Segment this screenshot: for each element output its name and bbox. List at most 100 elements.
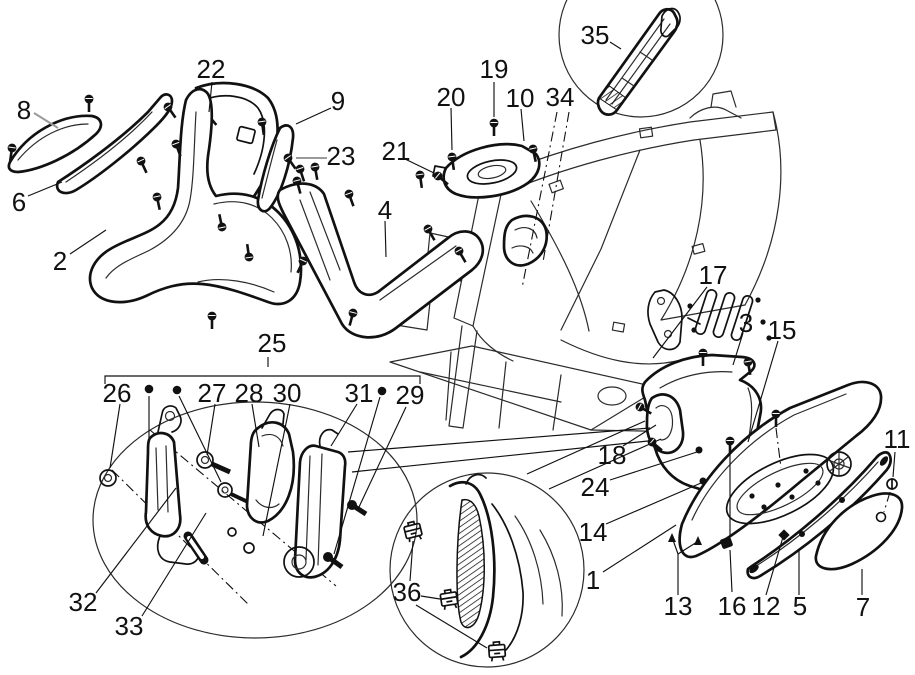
callout-22: 22 — [197, 54, 226, 84]
leader-11 — [892, 451, 896, 478]
callout-14: 14 — [579, 517, 608, 547]
callout-30: 30 — [273, 378, 302, 408]
pivot-bolts — [183, 451, 255, 565]
callout-6: 6 — [12, 187, 26, 217]
callout-33: 33 — [115, 611, 144, 641]
detail-connector-lines — [347, 420, 662, 490]
callout-7: 7 — [856, 592, 870, 622]
callout-3: 3 — [739, 308, 753, 338]
leader-2 — [69, 229, 107, 255]
leader-6 — [27, 181, 63, 197]
leader-12 — [765, 536, 784, 596]
callout-15: 15 — [768, 315, 797, 345]
detail-circle-25-assembly — [92, 401, 418, 639]
leader-16 — [729, 453, 733, 593]
part-6-sill-trim — [55, 93, 181, 195]
group-25-bracket — [104, 357, 421, 384]
arm-28 — [245, 408, 296, 524]
callout-32: 32 — [69, 587, 98, 617]
callout-19: 19 — [480, 54, 509, 84]
leader-26 — [109, 403, 121, 469]
bracket-26 — [144, 405, 201, 565]
callout-31: 31 — [345, 378, 374, 408]
leader-9 — [295, 107, 332, 125]
leader-4 — [384, 220, 387, 258]
callouts: 8 22 9 23 6 2 21 20 19 10 34 35 4 17 3 1… — [12, 20, 911, 641]
leader-17 — [652, 286, 708, 359]
bracket-31 — [283, 428, 347, 579]
leader-28 — [251, 403, 260, 448]
leader-34a — [521, 111, 558, 289]
callout-9: 9 — [331, 86, 345, 116]
leader-31 — [330, 403, 358, 447]
callout-10: 10 — [506, 83, 535, 113]
callout-18: 18 — [598, 440, 627, 470]
callout-24: 24 — [581, 472, 610, 502]
callout-8: 8 — [17, 95, 31, 125]
callout-29: 29 — [396, 380, 425, 410]
leader-32 — [95, 487, 177, 594]
leader-20 — [450, 107, 453, 151]
callout-25: 25 — [258, 328, 287, 358]
part-19-screw — [488, 117, 500, 138]
callout-4: 4 — [378, 195, 392, 225]
leader-36 — [409, 540, 488, 649]
callout-13: 13 — [664, 591, 693, 621]
callout-5: 5 — [793, 591, 807, 621]
leader-24 — [609, 451, 698, 481]
leader-8 — [33, 112, 59, 129]
leader-dot-c — [333, 396, 381, 555]
side-screws — [323, 500, 368, 570]
part-18-footpeg — [645, 393, 685, 455]
callout-26: 26 — [103, 378, 132, 408]
part-5-12-sill-strip — [746, 451, 892, 580]
bullet-dot — [377, 386, 387, 396]
bullet-dot — [144, 384, 154, 394]
callout-27: 27 — [198, 378, 227, 408]
detail-circle-36 — [389, 472, 585, 668]
callout-2: 2 — [53, 246, 67, 276]
part-2-central-cover — [88, 87, 310, 331]
leader-29 — [358, 406, 407, 508]
part-9-blade-trim — [256, 124, 301, 213]
callout-11: 11 — [884, 424, 911, 454]
part-10-steering-cover — [430, 117, 542, 199]
callout-21: 21 — [382, 136, 411, 166]
part-11-screw — [883, 478, 898, 513]
leader-21 — [404, 158, 435, 174]
callout-36: 36 — [393, 577, 422, 607]
leader-13 — [672, 539, 698, 595]
callout-17: 17 — [699, 260, 728, 290]
leader-dot-b — [178, 395, 222, 483]
leader-3 — [732, 332, 744, 366]
leader-34b — [542, 111, 570, 263]
callout-20: 20 — [437, 82, 466, 112]
callout-12: 12 — [752, 591, 781, 621]
callout-34: 34 — [546, 82, 575, 112]
callout-1: 1 — [586, 565, 600, 595]
leader-35 — [609, 41, 622, 50]
leader-lines — [27, 41, 896, 649]
leader-27 — [206, 403, 216, 456]
leader-18 — [622, 424, 657, 447]
callout-28: 28 — [235, 378, 264, 408]
leader-33 — [141, 512, 207, 617]
washer — [99, 469, 117, 487]
callout-23: 23 — [327, 141, 356, 171]
part-17-linkage-plates — [647, 289, 772, 351]
leader-15 — [747, 340, 779, 443]
leader-1 — [602, 524, 677, 573]
bullet-dot — [172, 385, 182, 395]
part-8-end-trim — [4, 93, 103, 174]
part-7-footboard-mat — [814, 478, 904, 571]
leader-30 — [262, 403, 291, 537]
leader-22 — [208, 81, 213, 113]
part-34-bracket — [502, 214, 549, 267]
callout-35: 35 — [581, 20, 610, 50]
part-4-floor-tunnel-cover — [276, 160, 485, 339]
leader-10 — [520, 108, 525, 142]
leader-14 — [605, 482, 702, 525]
callout-16: 16 — [718, 591, 747, 621]
